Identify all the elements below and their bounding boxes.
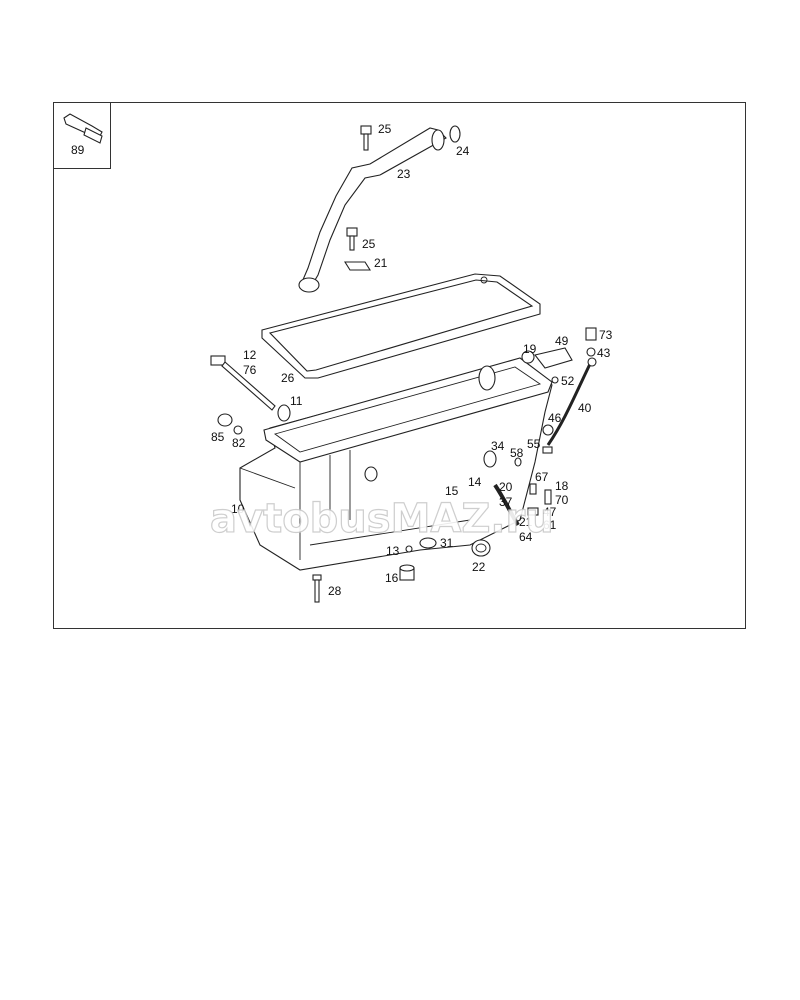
callout-25-mid: 25 xyxy=(362,237,376,251)
bolt-25-mid xyxy=(346,227,358,251)
nut-82 xyxy=(233,425,243,435)
fitting-55 xyxy=(542,446,553,454)
diagram-frame xyxy=(53,102,746,629)
drain-plug-22 xyxy=(471,539,491,557)
callout-58: 58 xyxy=(510,446,524,460)
callout-40: 40 xyxy=(578,401,592,415)
callout-76: 76 xyxy=(243,363,257,377)
seal-ring-31 xyxy=(419,537,437,549)
callout-12: 12 xyxy=(243,348,257,362)
callout-18: 18 xyxy=(555,479,569,493)
callout-20: 20 xyxy=(499,480,513,494)
watermark-text: avtobusMAZ.ru xyxy=(210,496,554,542)
washer-85 xyxy=(217,413,233,427)
gasket-26 xyxy=(261,273,541,379)
callout-31: 31 xyxy=(440,536,454,550)
callout-13: 13 xyxy=(386,544,400,558)
callout-37: 37 xyxy=(499,495,513,509)
callout-22: 22 xyxy=(472,560,486,574)
callout-73: 73 xyxy=(599,328,613,342)
pipe-20 xyxy=(493,483,520,527)
callout-67: 67 xyxy=(535,470,549,484)
callout-10: 10 xyxy=(231,502,245,516)
bolt-52 xyxy=(551,376,559,384)
callout-16: 16 xyxy=(385,571,399,585)
callout-21-bottom: 21 xyxy=(519,515,533,529)
o-ring-58 xyxy=(514,457,522,467)
callout-labels: 89 25 24 23 25 21 26 12 76 11 85 82 10 4… xyxy=(71,122,613,598)
clip-46 xyxy=(542,424,554,436)
callout-14: 14 xyxy=(468,475,482,489)
inset-box xyxy=(53,102,111,169)
callout-28: 28 xyxy=(328,584,342,598)
bolt-67 xyxy=(529,483,537,495)
suction-pipe xyxy=(298,127,447,293)
callout-11: 11 xyxy=(290,394,303,408)
callout-23: 23 xyxy=(397,167,411,181)
callout-21-top: 21 xyxy=(374,256,388,270)
callout-64: 64 xyxy=(519,530,533,544)
nut-43 xyxy=(586,347,596,357)
callout-43: 43 xyxy=(597,346,611,360)
callout-52: 52 xyxy=(561,374,575,388)
seal-13 xyxy=(405,545,413,553)
sealant-tube-icon xyxy=(63,113,103,144)
callout-55: 55 xyxy=(527,437,541,451)
callout-82: 82 xyxy=(232,436,246,450)
callout-25-top: 25 xyxy=(378,122,392,136)
callout-34: 34 xyxy=(491,439,505,453)
seal-34 xyxy=(483,450,497,468)
callout-49: 49 xyxy=(555,334,569,348)
bolt-28 xyxy=(312,574,322,603)
callout-24: 24 xyxy=(456,144,470,158)
callout-15: 15 xyxy=(445,484,459,498)
bracket-49 xyxy=(521,347,573,369)
oil-pan xyxy=(239,357,553,571)
callout-61: 61 xyxy=(543,518,557,532)
plug-47 xyxy=(527,507,539,516)
bolt-25-top xyxy=(360,125,372,151)
plug-16 xyxy=(399,564,415,581)
oil-level-sensor-12 xyxy=(210,355,276,411)
callout-19: 19 xyxy=(523,342,537,356)
dipstick-guide-40 xyxy=(546,357,597,446)
o-ring-24 xyxy=(449,125,461,143)
o-ring-11 xyxy=(277,404,291,422)
callout-47: 47 xyxy=(543,505,557,519)
callout-70: 70 xyxy=(555,493,569,507)
callout-26: 26 xyxy=(281,371,295,385)
screw-18 xyxy=(544,489,552,505)
cap-73 xyxy=(585,327,597,341)
callout-46: 46 xyxy=(548,411,562,425)
callout-85: 85 xyxy=(211,430,225,444)
callout-89: 89 xyxy=(71,143,85,157)
clip-21 xyxy=(344,261,371,271)
